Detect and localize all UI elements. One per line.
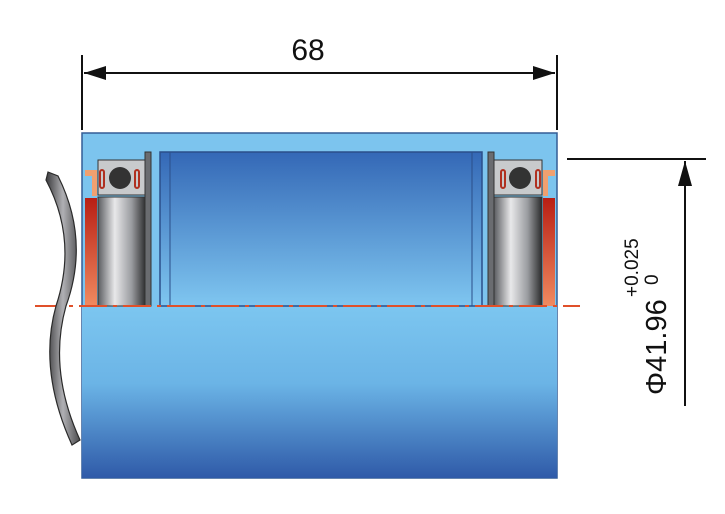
tolerance-upper: +0.025 — [622, 238, 643, 297]
arrow-left-icon — [84, 66, 106, 80]
left-bearing — [85, 151, 152, 307]
diameter-label: Φ41.96 — [641, 299, 673, 395]
wave-clip — [45, 171, 81, 446]
center-tube — [159, 151, 483, 307]
arrow-right-icon — [533, 66, 555, 80]
right-seal — [543, 198, 555, 306]
right-bearing — [487, 151, 555, 307]
width-label: 68 — [291, 34, 324, 67]
tolerance-lower: 0 — [642, 274, 663, 285]
width-dimension: 68 — [81, 34, 558, 130]
diameter-dimension: Φ41.96 +0.025 0 — [567, 158, 706, 406]
arrow-up-icon — [678, 161, 692, 186]
left-seal — [85, 198, 97, 306]
